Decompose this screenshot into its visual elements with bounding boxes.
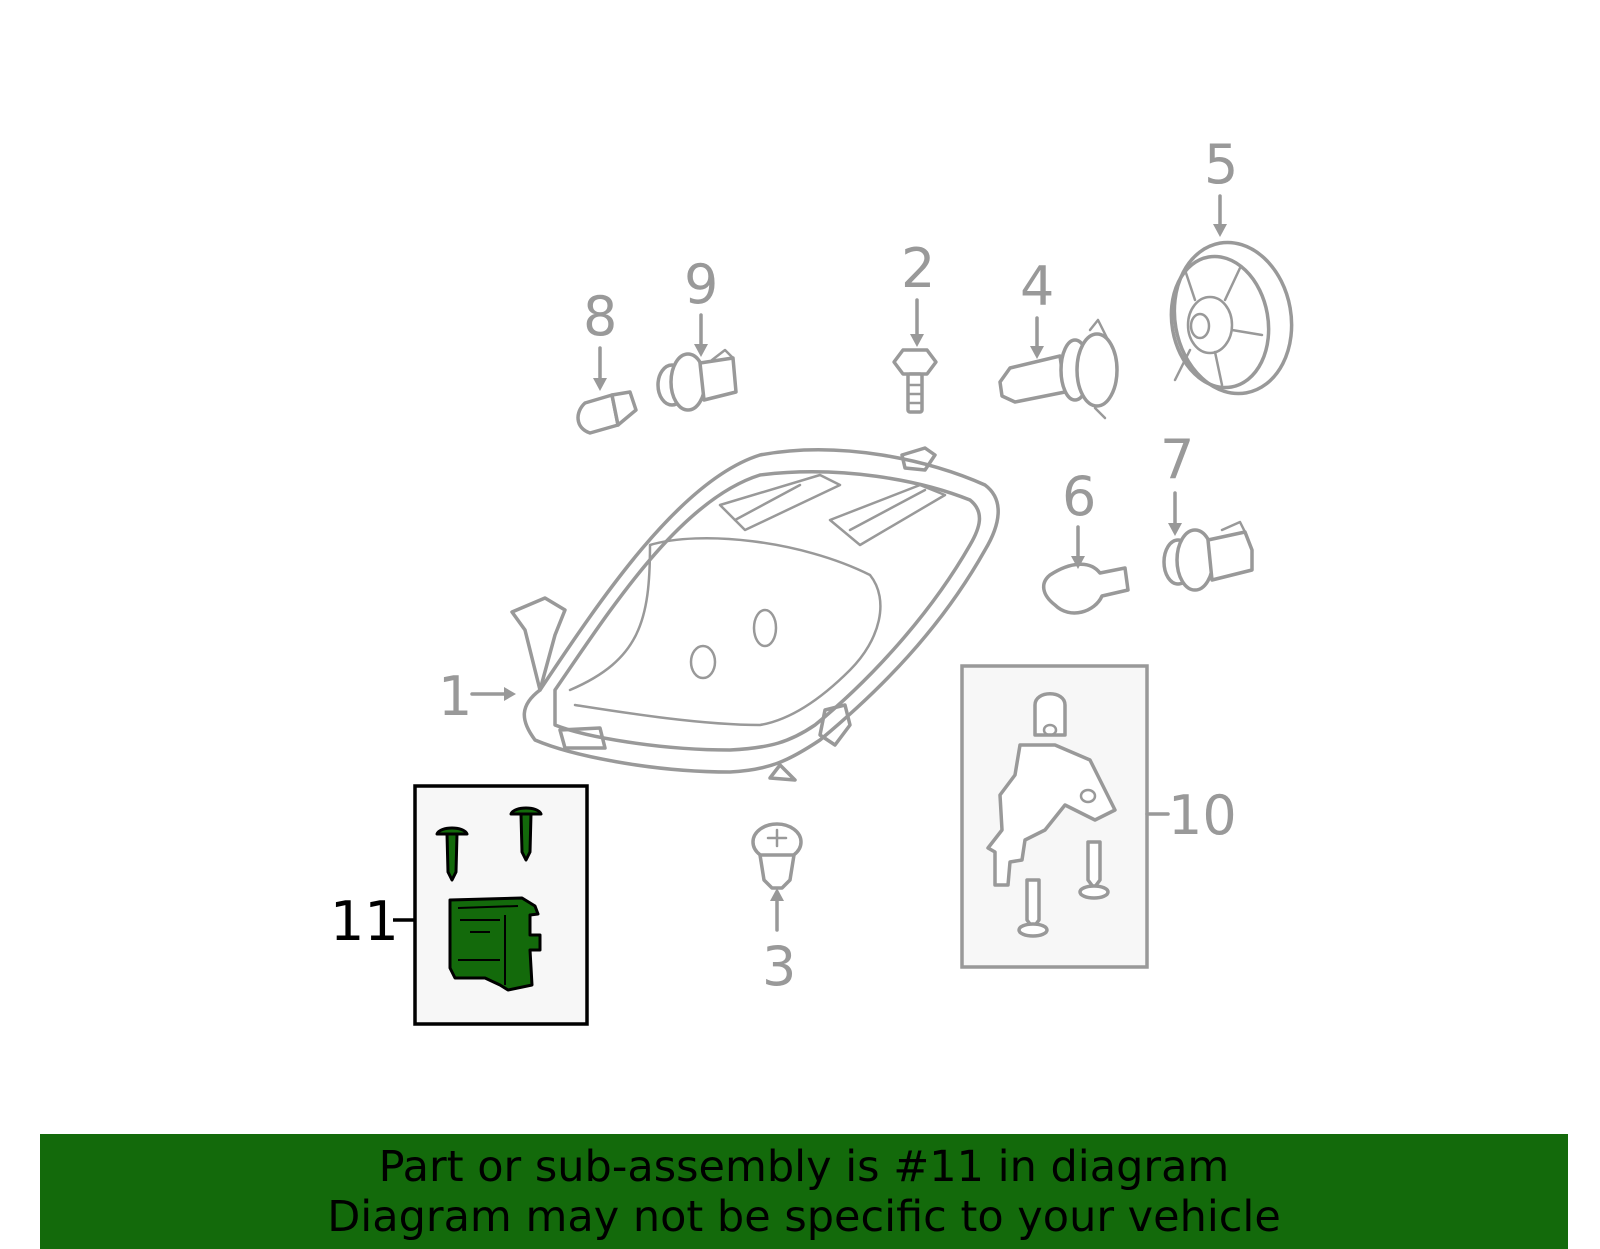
bulb-part-8[interactable] — [576, 390, 638, 435]
callout-8: 8 — [583, 285, 617, 348]
callout-3: 3 — [762, 935, 796, 998]
callout-1: 1 — [438, 665, 472, 728]
socket-part-7[interactable] — [1162, 520, 1254, 592]
socket-part-9[interactable] — [656, 348, 738, 412]
bulb-part-4[interactable] — [998, 318, 1119, 420]
info-banner: Part or sub-assembly is #11 in diagram D… — [40, 1134, 1568, 1249]
leader-lines — [393, 194, 1227, 932]
bulb-part-6[interactable] — [1042, 562, 1130, 615]
callout-5: 5 — [1204, 133, 1238, 196]
callout-6: 6 — [1062, 465, 1096, 528]
callout-7: 7 — [1160, 428, 1194, 491]
banner-line-1: Part or sub-assembly is #11 in diagram — [378, 1142, 1230, 1192]
callout-4: 4 — [1020, 255, 1054, 318]
callout-2: 2 — [901, 237, 935, 300]
screw-part-3[interactable] — [751, 822, 803, 890]
bulb-cover-part-5[interactable] — [1161, 233, 1303, 403]
bolt-part-2[interactable] — [892, 348, 938, 414]
callout-11: 11 — [330, 890, 399, 953]
callout-9: 9 — [684, 253, 718, 316]
banner-line-2: Diagram may not be specific to your vehi… — [327, 1192, 1281, 1242]
callout-10: 10 — [1168, 784, 1237, 847]
parts-diagram: 1 2 3 4 5 6 7 8 9 10 11 — [330, 133, 1303, 1026]
bracket-kit-part-10[interactable] — [960, 664, 1149, 969]
leveling-kit-part-11[interactable] — [413, 784, 589, 1026]
headlamp-assembly[interactable] — [510, 446, 1000, 782]
